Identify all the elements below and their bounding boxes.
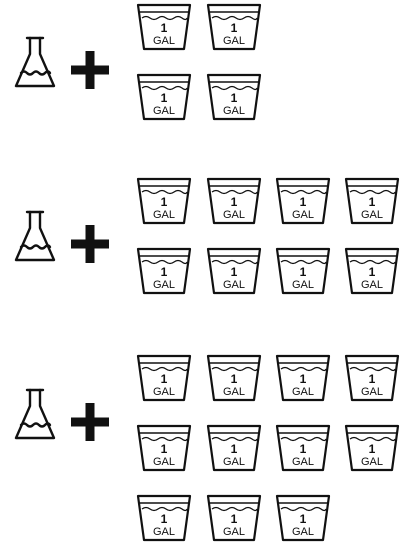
bucket-quantity: 1 (161, 372, 168, 386)
bucket-quantity: 1 (231, 372, 238, 386)
bucket-unit: GAL (153, 35, 175, 47)
bucket-quantity: 1 (300, 265, 307, 279)
bucket-quantity: 1 (161, 442, 168, 456)
plus-sign: + (71, 225, 109, 263)
bucket-unit: GAL (292, 209, 314, 221)
bucket-unit: GAL (361, 386, 383, 398)
plus-sign: + (71, 403, 109, 441)
bucket-unit: GAL (223, 105, 245, 117)
bucket-unit: GAL (223, 279, 245, 291)
bucket-quantity: 1 (161, 265, 168, 279)
bucket-unit: GAL (153, 279, 175, 291)
flask-icon (14, 36, 56, 88)
bucket-unit: GAL (292, 526, 314, 538)
bucket-unit: GAL (223, 386, 245, 398)
bucket-unit: GAL (223, 456, 245, 468)
bucket-quantity: 1 (161, 91, 168, 105)
bucket-unit: GAL (292, 456, 314, 468)
bucket-quantity: 1 (300, 372, 307, 386)
bucket-unit: GAL (153, 456, 175, 468)
flask-icon (14, 388, 56, 440)
bucket-unit: GAL (292, 279, 314, 291)
bucket-quantity: 1 (369, 265, 376, 279)
bucket-quantity: 1 (231, 265, 238, 279)
bucket-quantity: 1 (300, 195, 307, 209)
bucket-quantity: 1 (161, 21, 168, 35)
bucket-unit: GAL (223, 209, 245, 221)
bucket-unit: GAL (153, 526, 175, 538)
bucket-unit: GAL (223, 35, 245, 47)
bucket-unit: GAL (361, 279, 383, 291)
bucket-quantity: 1 (231, 91, 238, 105)
bucket-quantity: 1 (369, 442, 376, 456)
bucket-quantity: 1 (300, 442, 307, 456)
bucket-quantity: 1 (161, 512, 168, 526)
bucket-quantity: 1 (300, 512, 307, 526)
bucket-unit: GAL (153, 386, 175, 398)
plus-sign: + (71, 51, 109, 89)
bucket-quantity: 1 (231, 512, 238, 526)
bucket-quantity: 1 (369, 195, 376, 209)
flask-icon (14, 210, 56, 262)
bucket-unit: GAL (153, 209, 175, 221)
bucket-unit: GAL (361, 456, 383, 468)
bucket-unit: GAL (153, 105, 175, 117)
bucket-unit: GAL (361, 209, 383, 221)
bucket-quantity: 1 (231, 195, 238, 209)
bucket-quantity: 1 (369, 372, 376, 386)
bucket-unit: GAL (223, 526, 245, 538)
bucket-quantity: 1 (161, 195, 168, 209)
bucket-quantity: 1 (231, 442, 238, 456)
bucket-quantity: 1 (231, 21, 238, 35)
bucket-unit: GAL (292, 386, 314, 398)
